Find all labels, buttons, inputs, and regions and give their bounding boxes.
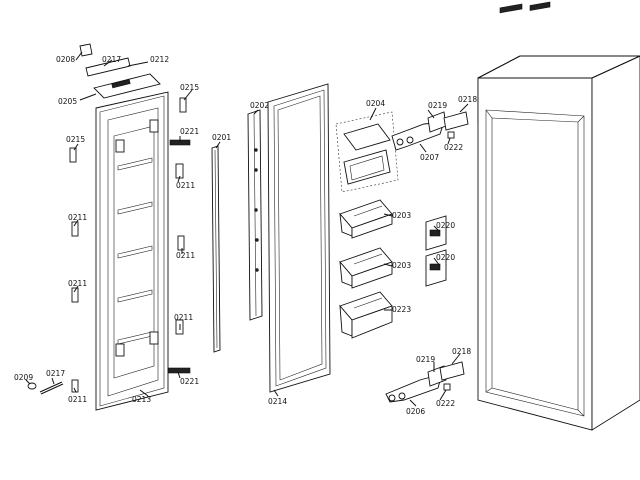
label-0220-upper: 0220 — [436, 221, 455, 230]
label-0211-c: 0211 — [176, 251, 195, 260]
door-liner-0214 — [267, 83, 331, 393]
label-0218-bottom: 0218 — [452, 347, 471, 356]
part-labels: 0208 0217 0212 0205 0215 0215 0221 0211 … — [14, 55, 477, 416]
label-0205: 0205 — [58, 97, 77, 106]
bracket-0220-upper — [425, 215, 447, 251]
door-bin-0203-upper — [339, 199, 393, 239]
upper-hinge-0207 — [391, 111, 469, 151]
label-0211-d: 0211 — [68, 279, 87, 288]
label-0201: 0201 — [212, 133, 231, 142]
label-0213: 0213 — [132, 395, 151, 404]
label-0215-left: 0215 — [66, 135, 85, 144]
label-0217-bottom: 0217 — [46, 369, 65, 378]
label-0209: 0209 — [14, 373, 33, 382]
door-bin-0223 — [339, 291, 393, 339]
door-top-cap — [79, 43, 161, 99]
label-0222-bottom: 0222 — [436, 399, 455, 408]
label-0222-top: 0222 — [444, 143, 463, 152]
label-0211-a: 0211 — [176, 181, 195, 190]
leader-lines — [25, 51, 469, 407]
label-0220-lower: 0220 — [436, 253, 455, 262]
hinge-strip-0202 — [247, 109, 263, 321]
label-0212: 0212 — [150, 55, 169, 64]
gasket-strip-0201 — [211, 145, 221, 353]
label-0203-upper: 0203 — [392, 211, 411, 220]
label-0218-top: 0218 — [458, 95, 477, 104]
refrigerator-cabinet — [477, 1, 640, 431]
label-0204: 0204 — [366, 99, 385, 108]
label-0211-f: 0211 — [68, 395, 87, 404]
label-0211-b: 0211 — [68, 213, 87, 222]
lower-hinge-0206 — [385, 361, 465, 403]
door-assembly — [95, 91, 169, 411]
label-0206: 0206 — [406, 407, 425, 416]
label-0221-top: 0221 — [180, 127, 199, 136]
bottom-left-hardware — [27, 381, 64, 395]
dairy-compartment-0204 — [335, 111, 399, 193]
label-0221-bottom: 0221 — [180, 377, 199, 386]
door-bin-0203-lower — [339, 247, 393, 289]
label-0202: 0202 — [250, 101, 269, 110]
label-0215-top: 0215 — [180, 83, 199, 92]
label-0207: 0207 — [420, 153, 439, 162]
label-0223: 0223 — [392, 305, 411, 314]
label-0219-bottom: 0219 — [416, 355, 435, 364]
label-0217-top: 0217 — [102, 55, 121, 64]
bracket-0220-lower — [425, 249, 447, 287]
label-0203-lower: 0203 — [392, 261, 411, 270]
door-side-brackets — [69, 97, 191, 393]
label-0211-e: 0211 — [174, 313, 193, 322]
label-0214: 0214 — [268, 397, 287, 406]
label-0208: 0208 — [56, 55, 75, 64]
label-0219-top: 0219 — [428, 101, 447, 110]
